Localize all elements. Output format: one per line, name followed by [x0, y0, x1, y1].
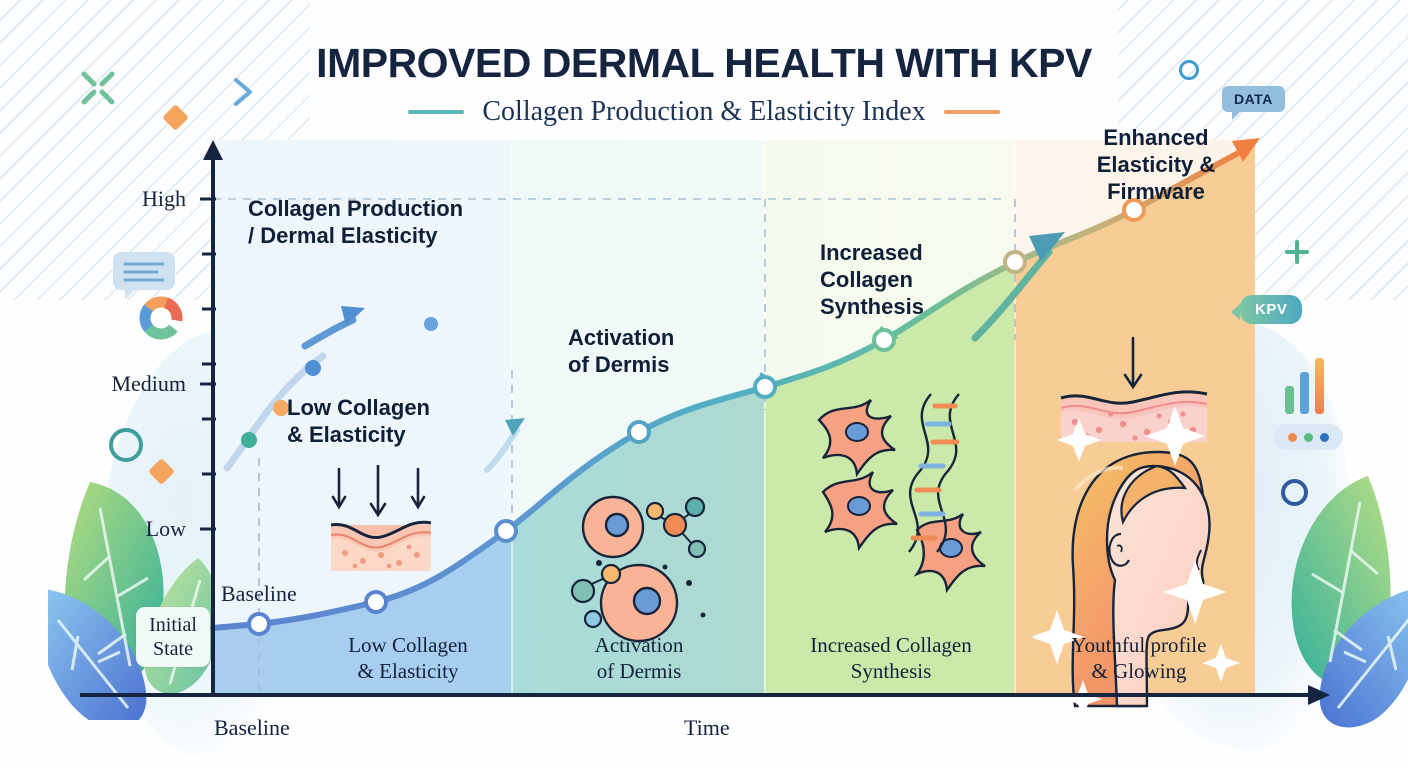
stage-top-label-1: Low Collagen & Elasticity [287, 395, 430, 447]
stage-top-label-2: Activation of Dermis [568, 325, 675, 377]
sparkle-cross-icon [81, 71, 115, 105]
curve-markers [247, 198, 1146, 636]
legend-dash-right [943, 110, 1000, 114]
circle-outline-decoration-top-right [1179, 60, 1199, 80]
stage-top-label-3: Increased Collagen Synthesis [820, 240, 924, 319]
legend-label: Collagen Production & Elasticity Index [482, 96, 926, 127]
x-tick-label-baseline: Baseline [214, 715, 290, 740]
boost-arrow-decoration [971, 232, 1065, 342]
youthful-face-icon [1071, 450, 1211, 708]
dot-green [1303, 432, 1313, 442]
legend-dash-left [408, 110, 465, 114]
stage-bottom-label-1: Low Collagen & Elasticity [348, 633, 468, 684]
initial-state-line1: Initial [149, 614, 197, 636]
initial-state-line2: State [153, 638, 193, 660]
baseline-point-label: Baseline [221, 581, 297, 606]
small-growth-arrow-decoration [223, 306, 438, 472]
fibroblast-dna-icon [817, 393, 986, 594]
bubble-lines-icon [123, 262, 165, 282]
chart-legend: Collagen Production & Elasticity Index [0, 96, 1408, 128]
mini-bar-orange [1315, 358, 1324, 414]
circle-outline-decoration-bottom-right [1281, 479, 1308, 506]
y-tick-label-high: High [142, 186, 186, 211]
initial-state-badge: Initial State [136, 607, 210, 667]
kpv-badge[interactable]: KPV [1230, 295, 1303, 324]
wrinkled-skin-icon [330, 465, 432, 571]
mini-bar-green [1285, 386, 1294, 414]
dots-pill-decoration [1273, 424, 1343, 450]
dot-orange [1287, 432, 1297, 442]
curve-arrowhead [1232, 138, 1260, 162]
stage-top-label-4: Enhanced Elasticity & Firmware [1096, 125, 1216, 204]
y-axis-title: Collagen Production / Dermal Elasticity [248, 196, 464, 248]
dot-blue [1319, 432, 1329, 442]
stage-bottom-label-2: Activation of Dermis [594, 633, 684, 684]
leaves-decoration-right [1291, 476, 1408, 728]
data-badge[interactable]: DATA [1222, 86, 1285, 120]
mini-bar-chart-icon [1285, 358, 1324, 414]
collagen-index-curve [210, 145, 1251, 631]
y-tick-label-low: Low [145, 516, 186, 541]
x-axis-title: Time [684, 715, 730, 740]
circle-outline-decoration-left [109, 428, 143, 462]
y-tick-label-medium: Medium [111, 371, 186, 396]
chart-plot-area: Low Collagen & Elasticity Activation of … [210, 125, 1260, 710]
stage-bottom-label-4: Youthful profile & Glowing [1071, 633, 1207, 684]
small-sprout-arrow-decoration [484, 418, 525, 473]
cells-molecules-icon [570, 495, 707, 643]
plus-icon [1285, 240, 1309, 264]
chevron-right-icon [234, 78, 252, 106]
stage-bottom-label-3: Increased Collagen Synthesis [810, 633, 972, 684]
donut-chart-icon [139, 296, 183, 340]
page-title: IMPROVED DERMAL HEALTH WITH KPV [316, 40, 1092, 86]
speech-bubble-decoration [113, 252, 175, 299]
mini-bar-blue [1300, 372, 1309, 414]
